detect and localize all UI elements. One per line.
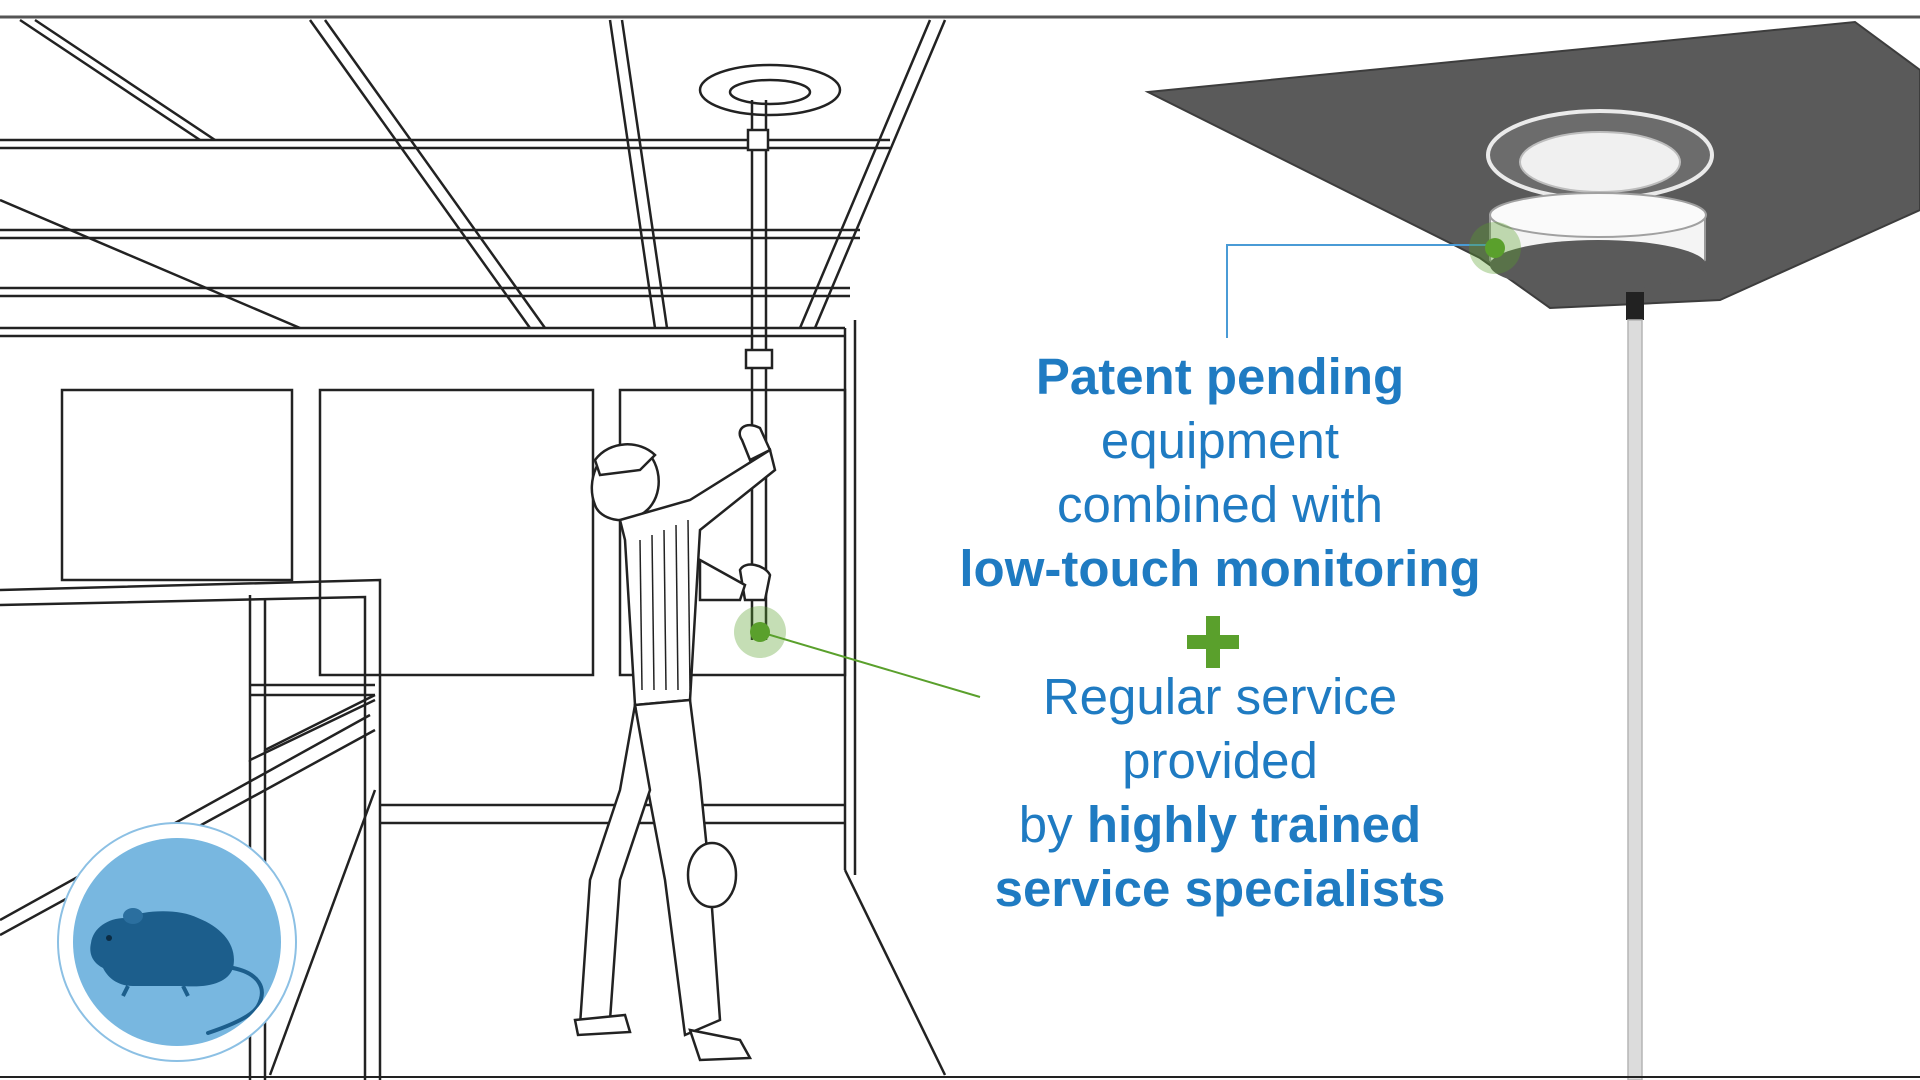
badge-inner-circle: [73, 838, 281, 1046]
copy-by-prefix: by: [1018, 796, 1073, 853]
copy-line-equipment: equipment: [1100, 412, 1340, 469]
copy-line-regular-service: Regular service: [1042, 668, 1398, 725]
feature-copy: Patent pending equipment combined with l…: [900, 345, 1540, 921]
mouse-icon: [90, 908, 264, 1035]
office-drawing: [0, 18, 947, 1080]
copy-line-low-touch-monitoring: low-touch monitoring: [959, 540, 1481, 597]
rodent-badge: [57, 822, 297, 1062]
copy-line-patent-pending: Patent pending: [1035, 348, 1405, 405]
copy-line-by-highly-trained: by highly trained: [900, 793, 1540, 857]
copy-highly-trained: highly trained: [1086, 796, 1422, 853]
copy-line-service-specialists: service specialists: [994, 860, 1446, 917]
ceiling-device: [1144, 20, 1920, 1080]
hand-callout: [734, 606, 981, 698]
copy-line-provided: provided: [1122, 732, 1318, 789]
copy-line-combined-with: combined with: [1057, 476, 1383, 533]
device-callout: [1226, 222, 1521, 338]
plus-icon: [1183, 612, 1243, 672]
